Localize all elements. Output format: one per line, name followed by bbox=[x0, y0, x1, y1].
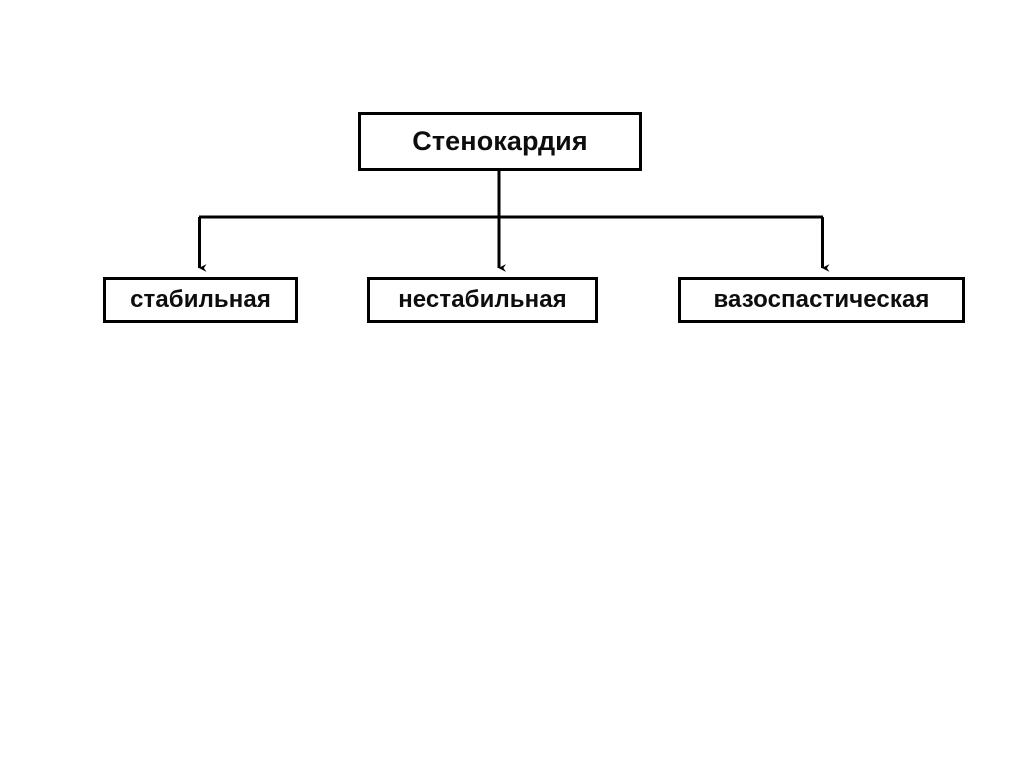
node-child-unstable: нестабильная bbox=[367, 277, 598, 323]
node-root: Стенокардия bbox=[358, 112, 642, 171]
node-child-vasospastic: вазоспастическая bbox=[678, 277, 965, 323]
node-child-vasospastic-label: вазоспастическая bbox=[713, 286, 930, 313]
node-child-unstable-label: нестабильная bbox=[398, 286, 567, 313]
node-child-stable-label: стабильная bbox=[130, 286, 271, 313]
node-root-label: Стенокардия bbox=[412, 126, 588, 156]
node-child-stable: стабильная bbox=[103, 277, 298, 323]
